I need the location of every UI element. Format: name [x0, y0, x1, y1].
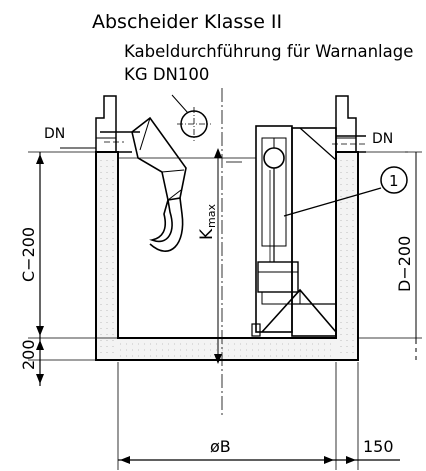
tank-walls — [95, 151, 359, 361]
callout-1: 1 — [283, 166, 408, 217]
kmax-label: K — [197, 228, 217, 240]
kmax-subscript: max — [205, 204, 218, 228]
d-200-label: D−200 — [395, 236, 414, 292]
drawing-subtitle-line2: KG DN100 — [124, 65, 209, 84]
kmax-dimension: K max — [197, 148, 222, 364]
dn-left-label: DN — [44, 126, 65, 142]
hook-deflector — [149, 199, 173, 243]
inlet-elbow — [131, 116, 187, 201]
callout-1-label: 1 — [389, 172, 399, 190]
inlet-pipe — [60, 131, 140, 153]
drawing-subtitle-line1: Kabeldurchführung für Warnanlage — [124, 42, 413, 61]
top-riser-left — [95, 95, 117, 152]
dim-200-label: 200 — [19, 339, 38, 370]
drawing-title: Abscheider Klasse II — [92, 11, 282, 33]
dim-150-label: 150 — [363, 437, 394, 456]
outlet-pipe — [332, 135, 408, 153]
bottom-dimension: øB 150 — [117, 362, 400, 470]
dn-right-label: DN — [372, 131, 393, 147]
outlet-section — [251, 127, 337, 337]
top-riser-right — [335, 95, 357, 152]
water-level — [118, 157, 256, 163]
diameter-b-label: øB — [210, 437, 231, 456]
right-dimension: D−200 — [358, 151, 422, 362]
cable-duct — [171, 94, 211, 141]
left-dimension: C−200 200 — [19, 151, 118, 386]
c-200-label: C−200 — [19, 227, 38, 282]
